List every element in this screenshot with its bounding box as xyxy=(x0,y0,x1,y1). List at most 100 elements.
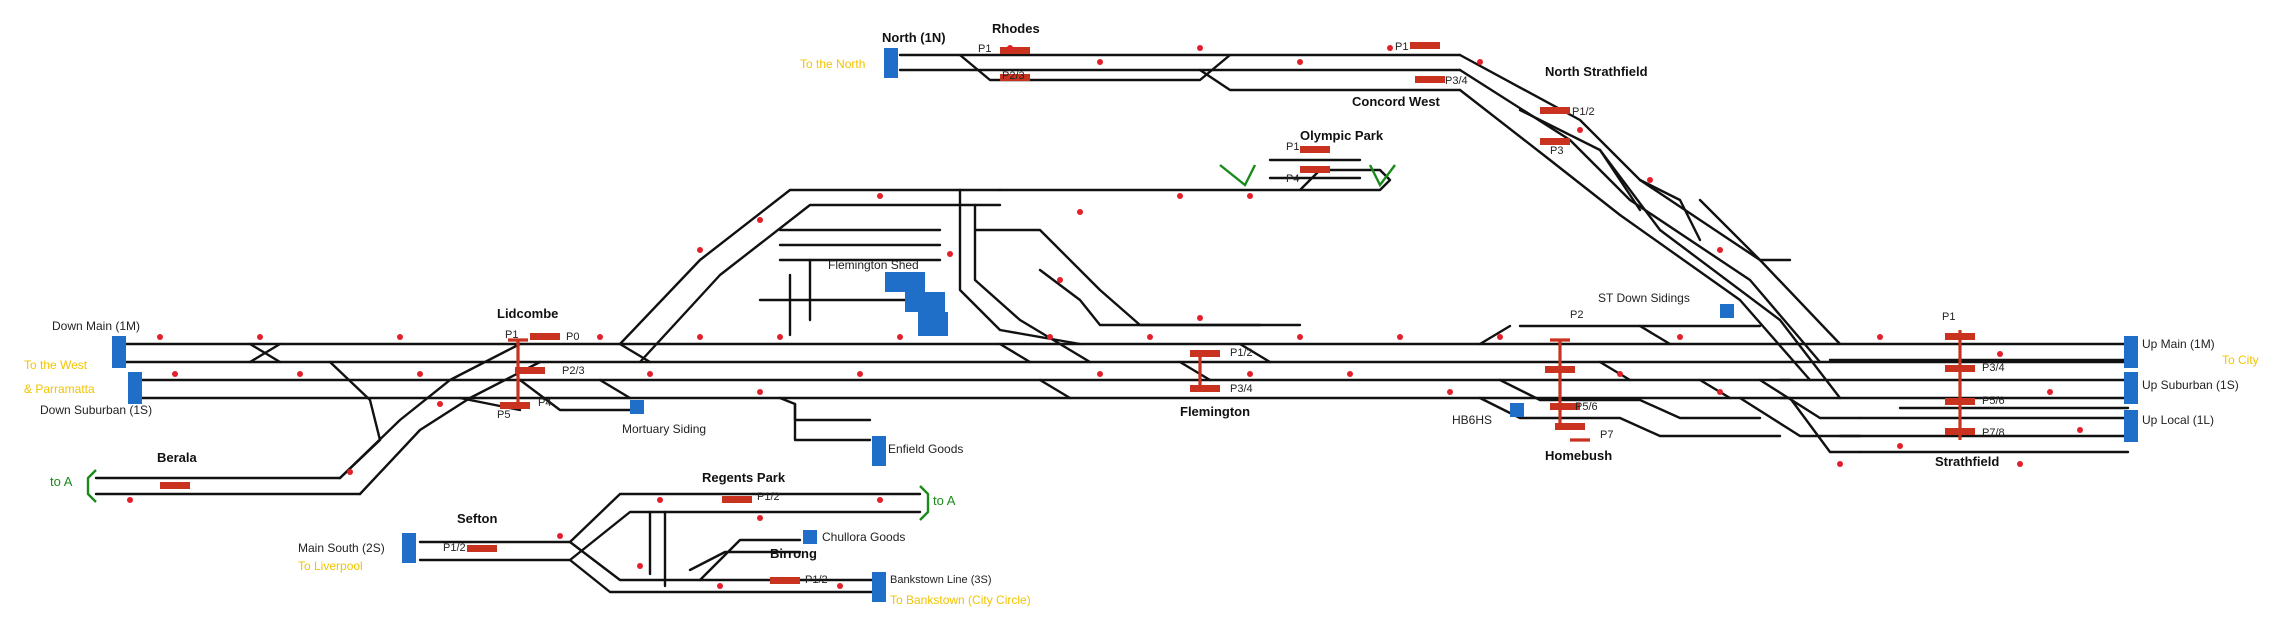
signal[interactable] xyxy=(1097,371,1103,377)
signal[interactable] xyxy=(1477,59,1483,65)
track-north-main-b[interactable] xyxy=(1458,68,1822,364)
track-st-down-sidings[interactable] xyxy=(1698,198,1792,262)
endpoint-down-main[interactable] xyxy=(112,336,126,368)
signal[interactable] xyxy=(757,515,763,521)
track-str-p78-link[interactable] xyxy=(1788,396,1862,454)
signal[interactable] xyxy=(1347,371,1353,377)
track-berala-link-a[interactable] xyxy=(338,342,522,480)
track-olympic-up-b[interactable] xyxy=(638,203,1002,364)
endpoint-up-suburban[interactable] xyxy=(2124,372,2138,404)
signal[interactable] xyxy=(1717,247,1723,253)
track-north-sidings[interactable] xyxy=(1598,148,1702,242)
track-mortuary-siding[interactable] xyxy=(518,378,632,412)
signal[interactable] xyxy=(1997,351,2003,357)
signal[interactable] xyxy=(347,469,353,475)
track-olympic-up-a[interactable] xyxy=(618,188,1002,346)
signal[interactable] xyxy=(877,193,883,199)
signal[interactable] xyxy=(637,563,643,569)
endpoint-mortuary-siding[interactable] xyxy=(630,400,644,414)
endpoint-down-suburban[interactable] xyxy=(128,372,142,404)
signal[interactable] xyxy=(417,371,423,377)
track-north-main-d[interactable] xyxy=(1518,108,1842,400)
track-regents-park-up[interactable] xyxy=(568,492,922,544)
track-berala-link-b[interactable] xyxy=(358,360,542,496)
endpoint-main-south[interactable] xyxy=(402,533,416,563)
endpoint-up-local[interactable] xyxy=(2124,410,2138,442)
signal[interactable] xyxy=(1197,315,1203,321)
signal[interactable] xyxy=(297,371,303,377)
signal[interactable] xyxy=(1247,371,1253,377)
endpoint-up-main[interactable] xyxy=(2124,336,2138,368)
track-rhodes-loop[interactable] xyxy=(958,53,1232,82)
track-sefton-birrong-b[interactable] xyxy=(568,558,882,594)
signal[interactable] xyxy=(1837,461,1843,467)
endpoint-enfield-goods[interactable] xyxy=(872,436,886,466)
signal[interactable] xyxy=(657,497,663,503)
track-regents-park-down[interactable] xyxy=(568,510,922,562)
signal[interactable] xyxy=(857,371,863,377)
signal[interactable] xyxy=(1297,59,1303,65)
track-berala-loop[interactable] xyxy=(328,360,382,480)
endpoint-chullora-goods[interactable] xyxy=(803,530,817,544)
signal[interactable] xyxy=(1717,389,1723,395)
crossover-3[interactable] xyxy=(998,342,1072,400)
signal[interactable] xyxy=(877,497,883,503)
endpoint-north[interactable] xyxy=(884,48,898,78)
signal[interactable] xyxy=(1387,45,1393,51)
track-homebush-p7[interactable] xyxy=(1478,396,1782,438)
track-sefton-connector[interactable] xyxy=(648,510,667,588)
track-homebush-p56[interactable] xyxy=(1498,378,1762,420)
endpoint-flemington-shed-a[interactable] xyxy=(885,272,925,292)
signal[interactable] xyxy=(2077,427,2083,433)
track-concord-west-loop[interactable] xyxy=(1198,68,1462,92)
endpoint-hb6hs[interactable] xyxy=(1510,403,1524,417)
signal[interactable] xyxy=(157,334,163,340)
signal[interactable] xyxy=(257,334,263,340)
signal[interactable] xyxy=(2047,389,2053,395)
signal[interactable] xyxy=(897,334,903,340)
signal[interactable] xyxy=(1447,389,1453,395)
crossover-5[interactable] xyxy=(1478,324,1672,346)
signal[interactable] xyxy=(397,334,403,340)
track-chullora-goods[interactable] xyxy=(698,538,802,582)
signal[interactable] xyxy=(1197,45,1203,51)
track-enfield-goods-a[interactable] xyxy=(778,396,872,442)
signal[interactable] xyxy=(1077,209,1083,215)
signal[interactable] xyxy=(647,371,653,377)
signal[interactable] xyxy=(557,533,563,539)
signal[interactable] xyxy=(1097,59,1103,65)
signal[interactable] xyxy=(1177,193,1183,199)
endpoint-st-down-sidings[interactable] xyxy=(1720,304,1734,318)
signal[interactable] xyxy=(947,251,953,257)
track-sefton-birrong-a[interactable] xyxy=(568,540,882,582)
signal[interactable] xyxy=(1057,277,1063,283)
signal[interactable] xyxy=(717,583,723,589)
track-north-main-c[interactable] xyxy=(1458,88,1812,382)
track-olympic-loop-b[interactable] xyxy=(973,203,1092,364)
signal[interactable] xyxy=(1647,177,1653,183)
signal[interactable] xyxy=(1897,443,1903,449)
signal[interactable] xyxy=(1677,334,1683,340)
signal[interactable] xyxy=(1047,334,1053,340)
signal[interactable] xyxy=(1007,45,1013,51)
track-olympic-loop-a[interactable] xyxy=(958,188,1082,346)
signal[interactable] xyxy=(757,217,763,223)
signal[interactable] xyxy=(172,371,178,377)
track-enfield-goods-b[interactable] xyxy=(793,402,872,422)
signal[interactable] xyxy=(1577,127,1583,133)
signal[interactable] xyxy=(1877,334,1883,340)
signal[interactable] xyxy=(2017,461,2023,467)
track-flemington-link[interactable] xyxy=(1038,268,1262,327)
endpoint-flemington-shed-c[interactable] xyxy=(918,312,948,336)
signal[interactable] xyxy=(1617,371,1623,377)
track-shed-link[interactable] xyxy=(973,228,1302,327)
endpoint-flemington-shed-b[interactable] xyxy=(905,292,945,312)
track-strathfield-local-link[interactable] xyxy=(1738,378,1862,438)
crossover-1[interactable] xyxy=(248,342,282,364)
crossover-4[interactable] xyxy=(1178,342,1272,382)
crossover-2[interactable] xyxy=(598,342,652,400)
track-flemington-sidings-west[interactable] xyxy=(778,228,942,262)
endpoint-bankstown-line[interactable] xyxy=(872,572,886,602)
signal[interactable] xyxy=(757,389,763,395)
signal[interactable] xyxy=(837,583,843,589)
